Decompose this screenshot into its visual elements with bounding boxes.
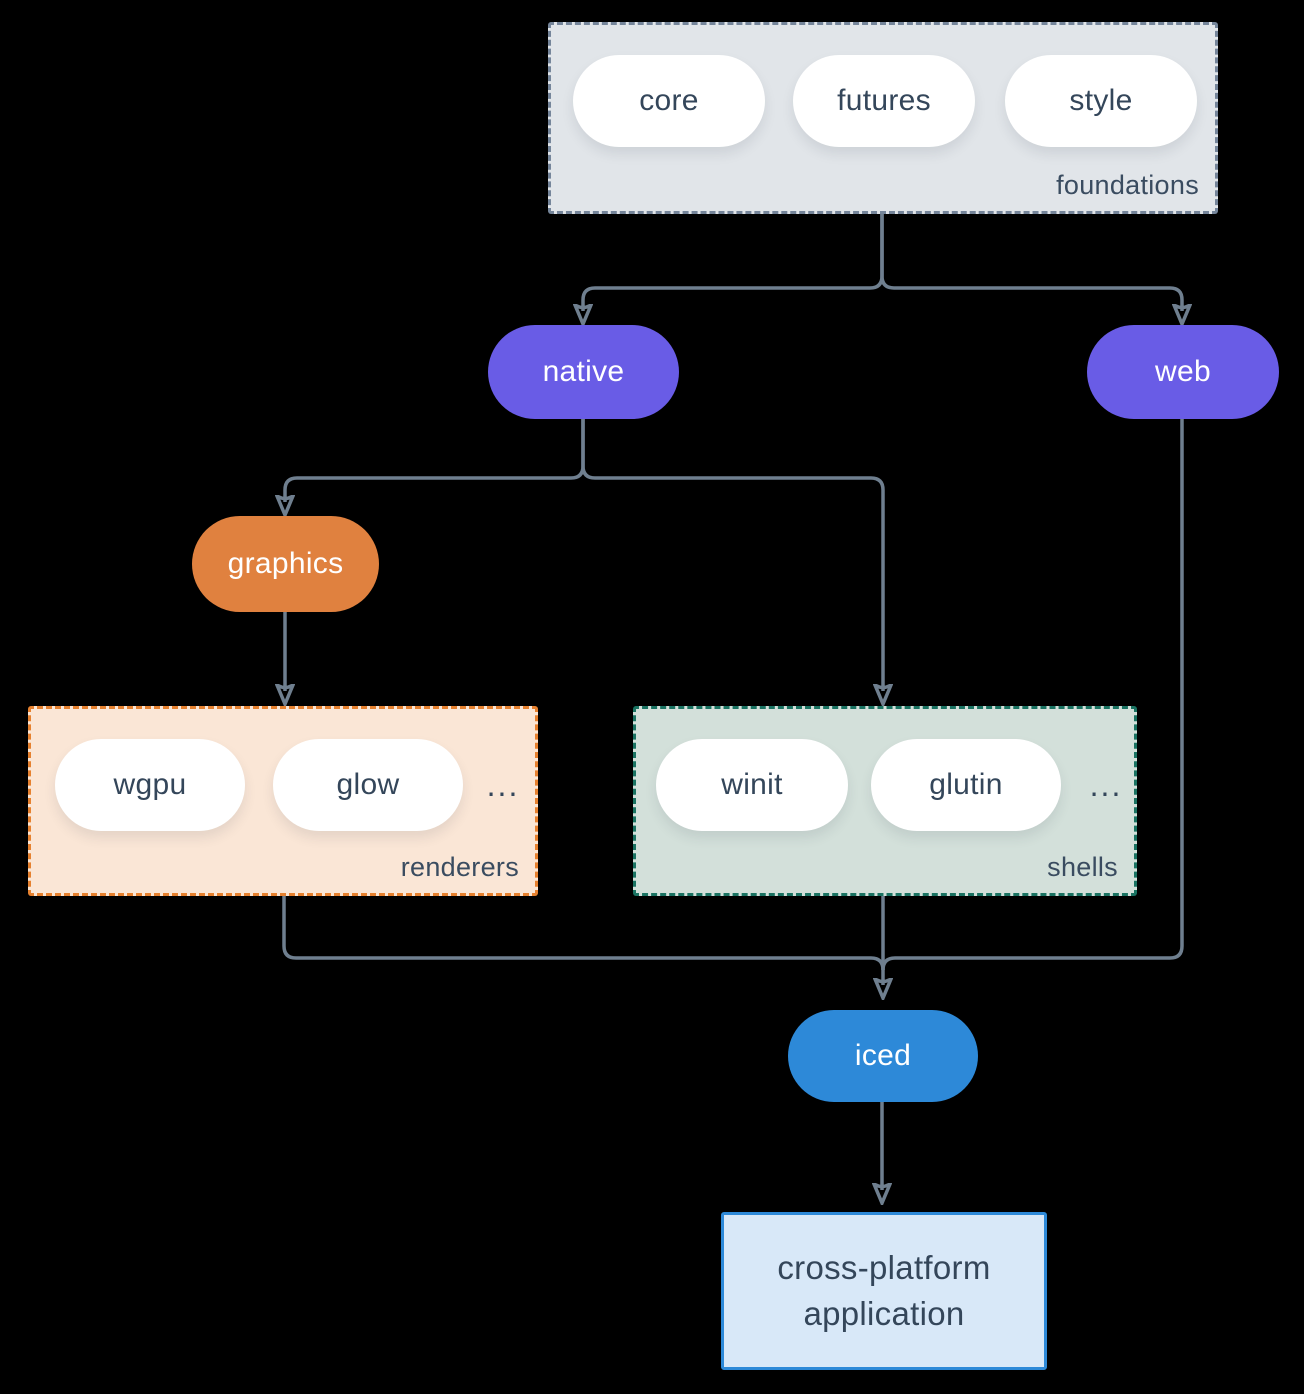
node-web-label: web [1155, 355, 1211, 388]
node-core: core [573, 55, 765, 147]
edge-native-graphics [285, 419, 585, 502]
application-label-line1: cross-platform [777, 1249, 991, 1286]
edge-native-shells [581, 419, 883, 691]
node-graphics: graphics [192, 516, 379, 612]
node-style: style [1005, 55, 1197, 147]
edge-renderers-iced [282, 896, 885, 971]
application-label-line2: application [803, 1295, 965, 1332]
node-iced-label: iced [854, 1039, 912, 1072]
renderers-ellipsis: ... [486, 766, 520, 803]
node-web: web [1087, 325, 1279, 419]
node-style-label: style [1069, 84, 1133, 117]
foundations-group-label: foundations [1056, 170, 1199, 200]
shells-ellipsis: ... [1089, 766, 1123, 803]
node-native: native [488, 325, 679, 419]
renderers-group-label: renderers [400, 852, 519, 882]
edge-foundations-web [880, 214, 1182, 311]
shells-group: winit glutin ... shells [633, 706, 1137, 896]
node-iced: iced [788, 1010, 978, 1102]
node-core-label: core [639, 84, 699, 117]
node-wgpu-label: wgpu [113, 768, 187, 801]
node-winit-label: winit [721, 768, 783, 801]
node-glutin: glutin [871, 739, 1061, 831]
node-winit: winit [656, 739, 848, 831]
node-futures: futures [793, 55, 975, 147]
node-native-label: native [542, 355, 625, 388]
edge-foundations-native [583, 214, 884, 311]
node-graphics-label: graphics [227, 547, 344, 580]
node-glow-label: glow [336, 768, 400, 801]
node-glutin-label: glutin [929, 768, 1003, 801]
node-futures-label: futures [837, 84, 931, 117]
node-cross-platform-application: cross-platform application [721, 1212, 1047, 1370]
node-glow: glow [273, 739, 463, 831]
shells-group-label: shells [1047, 852, 1118, 882]
node-wgpu: wgpu [55, 739, 245, 831]
renderers-group: wgpu glow ... renderers [28, 706, 538, 896]
foundations-group: core futures style foundations [548, 22, 1218, 214]
